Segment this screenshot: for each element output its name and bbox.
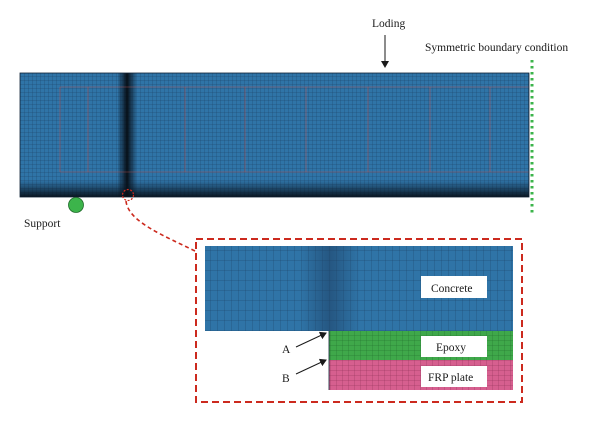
point-a-label: A: [282, 344, 291, 356]
detail-view: Concrete Epoxy FRP plate A B: [195, 238, 523, 403]
concrete-label-box: [421, 276, 487, 298]
partition-lines: [59, 86, 529, 173]
zoom-marker: [121, 188, 135, 202]
point-b-label: B: [282, 373, 290, 385]
epoxy-label: Epoxy: [436, 342, 466, 354]
frp-label-box: [421, 366, 487, 387]
support-circle: [68, 197, 84, 213]
support-label: Support: [24, 218, 61, 230]
concrete-label: Concrete: [431, 283, 473, 295]
point-a-arrow: [295, 331, 327, 348]
detail-dense-zone: [300, 246, 360, 331]
frp-label: FRP plate: [428, 372, 473, 384]
dense-mesh-column: [118, 73, 136, 197]
symmetric-boundary-label: Symmetric boundary condition: [425, 42, 568, 54]
beam-mesh: [20, 73, 529, 197]
epoxy-label-box: [421, 336, 487, 357]
zoom-leader-line: [125, 200, 198, 253]
point-b-arrow: [295, 358, 327, 375]
dense-mesh-bottom: [20, 180, 529, 197]
loading-label: Loding: [372, 18, 405, 30]
beam-model: [19, 72, 530, 198]
